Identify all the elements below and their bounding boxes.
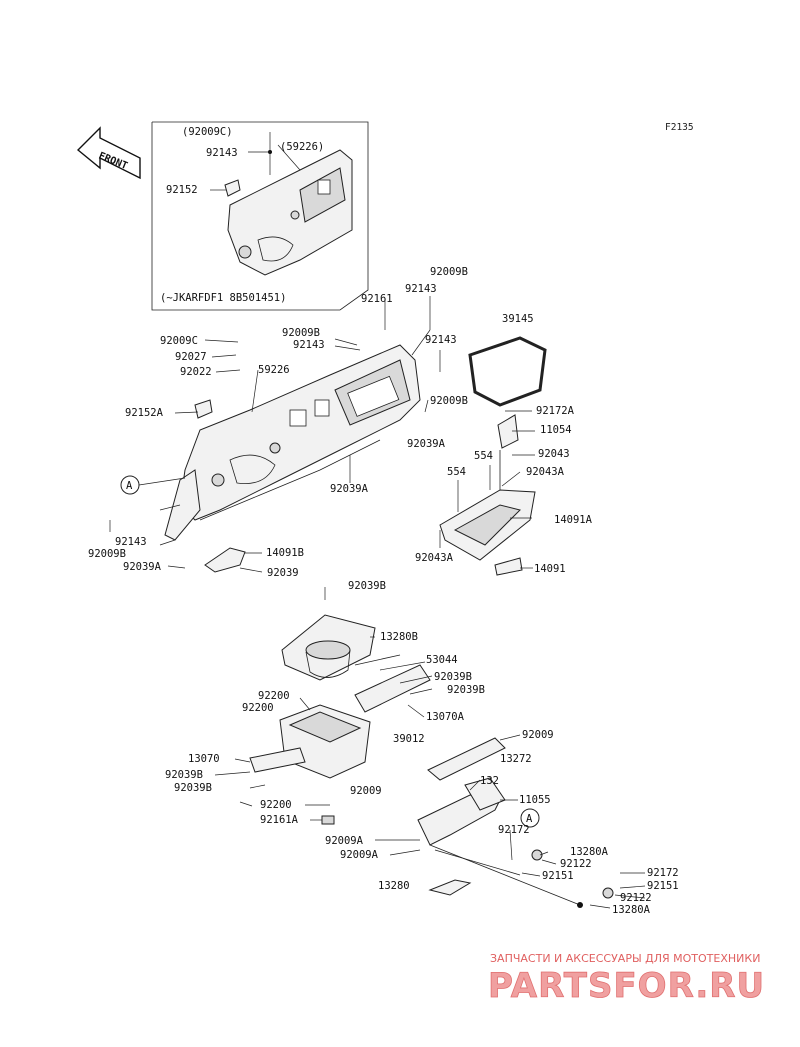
label-part: 92200 — [260, 799, 292, 811]
callout-a-right: A — [520, 808, 540, 828]
label-part: 92039B — [165, 769, 203, 781]
label-part: 14091 — [534, 563, 566, 575]
label-part: 92172 — [647, 867, 679, 879]
label-inset-92143: 92143 — [206, 147, 238, 159]
label-part: 92151 — [647, 880, 679, 892]
label-part: 132 — [480, 775, 499, 787]
label-part: 59226 — [258, 364, 290, 376]
inset-serial-note: (~JKARFDF1 8B501451) — [160, 292, 286, 304]
seal-ring — [468, 336, 547, 407]
storage-box — [279, 704, 371, 779]
label-part: 92039B — [348, 580, 386, 592]
label-part: 92151 — [542, 870, 574, 882]
label-part: 92039A — [330, 483, 369, 495]
label-part: 92143 — [425, 334, 457, 346]
plate-13272 — [427, 737, 506, 781]
label-part: 13280 — [378, 880, 410, 892]
label-inset-92152: 92152 — [166, 184, 198, 196]
label-part: 13280B — [380, 631, 418, 643]
bar-13070a — [354, 664, 431, 713]
label-part: 92009B — [88, 548, 126, 560]
label-part: 92122 — [560, 858, 592, 870]
label-part: 14091A — [554, 514, 593, 526]
label-part: 92039A — [123, 561, 162, 573]
part-labels: 92009B 92161 92143 39145 92009C 92009B 9… — [88, 266, 679, 916]
label-part: 92039B — [447, 684, 485, 696]
watermark-brand: PARTSFOR.RU — [488, 966, 765, 1006]
dashboard-panel — [164, 344, 421, 541]
label-part: 92009C — [160, 335, 198, 347]
label-part: 92039B — [434, 671, 472, 683]
bracket-13280 — [428, 879, 472, 896]
label-part: 92009B — [282, 327, 320, 339]
pad-92161a — [321, 815, 335, 825]
glove-box — [439, 414, 536, 576]
frame-132 — [417, 777, 581, 906]
svg-text:A: A — [126, 480, 133, 492]
label-part: 14091B — [266, 547, 304, 559]
label-part: 92022 — [180, 366, 212, 378]
label-part: 39012 — [393, 733, 425, 745]
watermark: ЗАПЧАСТИ И АКСЕССУАРЫ ДЛЯ МОТОТЕХНИКИ PA… — [488, 952, 765, 1006]
label-part: 92009B — [430, 266, 468, 278]
label-inset-92009c: (92009C) — [182, 126, 233, 138]
label-part: 11054 — [540, 424, 572, 436]
watermark-tagline: ЗАПЧАСТИ И АКСЕССУАРЫ ДЛЯ МОТОТЕХНИКИ — [490, 952, 760, 965]
leader-lines — [109, 296, 646, 909]
label-part: 92143 — [405, 283, 437, 295]
label-part: 13070A — [426, 711, 465, 723]
label-part: 13280A — [612, 904, 651, 916]
label-part: 92039A — [407, 438, 446, 450]
label-part: 554 — [447, 466, 466, 478]
label-part: 92161A — [260, 814, 299, 826]
label-part: 92161 — [361, 293, 393, 305]
label-part: 92009A — [340, 849, 379, 861]
figure-code: F2135 — [665, 122, 694, 133]
label-part: 92172 — [498, 824, 530, 836]
nut-icon — [577, 902, 583, 908]
label-part: 92200 — [242, 702, 274, 714]
label-part: 92009 — [522, 729, 554, 741]
label-part: 92122 — [620, 892, 652, 904]
washer-icon — [531, 849, 543, 861]
label-inset-59226: (59226) — [280, 141, 324, 153]
label-part: 13272 — [500, 753, 532, 765]
label-part: 92200 — [258, 690, 290, 702]
label-part: 92009 — [350, 785, 382, 797]
bar-13070 — [249, 747, 306, 773]
label-part: 92039B — [174, 782, 212, 794]
label-part: 92143 — [115, 536, 147, 548]
label-part: 92027 — [175, 351, 207, 363]
label-part: 92152A — [125, 407, 164, 419]
label-part: 53044 — [426, 654, 458, 666]
bracket-14091b — [204, 547, 246, 573]
svg-text:A: A — [526, 813, 533, 825]
label-part: 92143 — [293, 339, 325, 351]
front-arrow-icon: FRONT — [76, 126, 141, 180]
cup-holder-tray — [281, 587, 376, 681]
label-part: 39145 — [502, 313, 534, 325]
label-part: 13070 — [188, 753, 220, 765]
label-part: 92043A — [526, 466, 565, 478]
label-part: 92009B — [430, 395, 468, 407]
label-part: 92043A — [415, 552, 454, 564]
label-part: 92043 — [538, 448, 570, 460]
label-part: 13280A — [570, 846, 609, 858]
label-part: 554 — [474, 450, 493, 462]
washer-icon — [602, 887, 614, 899]
label-part: 92172A — [536, 405, 575, 417]
label-part: 11055 — [519, 794, 551, 806]
label-part: 92009A — [325, 835, 364, 847]
inset-box — [151, 121, 369, 311]
callout-a-left: A — [120, 475, 186, 495]
label-part: 92039 — [267, 567, 299, 579]
